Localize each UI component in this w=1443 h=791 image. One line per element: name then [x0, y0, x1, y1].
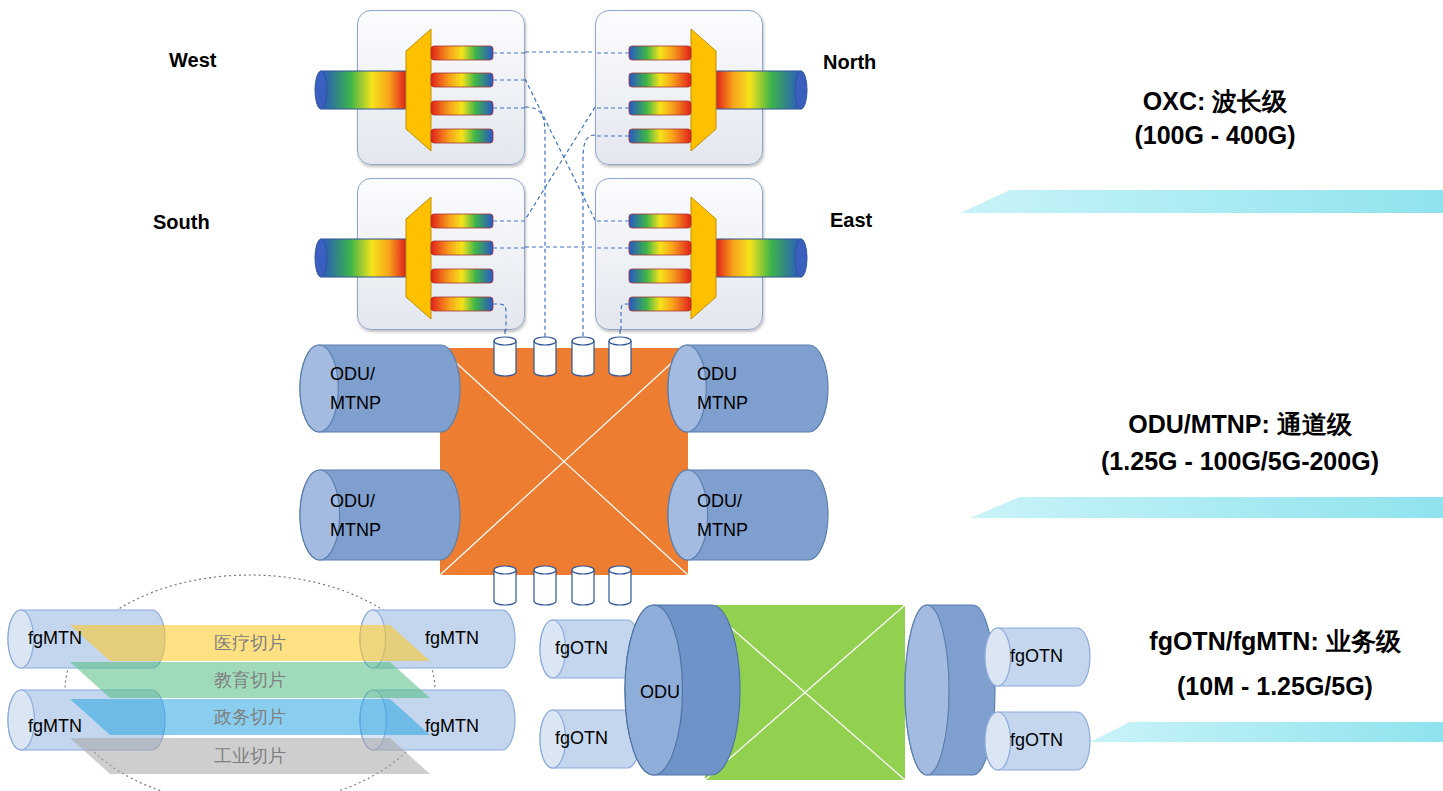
- pipe-label: fgMTN: [425, 624, 479, 653]
- fgmtn-pipe: fgMTN: [8, 610, 165, 668]
- odu-mtnp-pipe-outline: [668, 470, 828, 560]
- switch-cross: [440, 348, 688, 575]
- pipe-label: fgMTN: [28, 624, 82, 653]
- odu-mtnp-pipe-outline: [300, 345, 460, 432]
- wavelength-crossconnect: [525, 246, 595, 247]
- slice-label: 工业切片: [214, 744, 286, 768]
- pipe-label: fgOTN: [1010, 726, 1063, 755]
- pipe-label: fgOTN: [1010, 642, 1063, 671]
- wavelength-crossconnect: [525, 107, 595, 220]
- fgmtn-pipe: fgMTN: [360, 610, 515, 668]
- oxc-degree-box: South: [357, 178, 525, 330]
- oxc-degree-box-outline: [596, 179, 764, 331]
- pipe-label: ODU: [640, 678, 680, 707]
- odu-mtnp-pipe-outline: [300, 470, 460, 560]
- odu-container: [905, 605, 995, 775]
- odu-mtnp-pipe: ODU/ MTNP: [300, 345, 460, 432]
- slice-label: 教育切片: [214, 668, 286, 692]
- layer-label: ODU/MTNP: 通道级: [1128, 408, 1352, 441]
- odu-mtnp-pipe: ODU MTNP: [668, 345, 828, 432]
- odu-switch: [440, 348, 688, 575]
- odu-mtnp-pipe: ODU/ MTNP: [668, 470, 828, 560]
- oxc-degree-box-outline: [358, 179, 526, 331]
- network-slice: 教育切片: [70, 662, 430, 698]
- layer-label: (1.25G - 100G/5G-200G): [1101, 447, 1379, 476]
- odu-container: ODU: [625, 605, 740, 775]
- fgotn-pipe: fgOTN: [540, 710, 640, 768]
- layer-band: [960, 190, 1443, 213]
- pipe-label: fgOTN: [555, 724, 608, 753]
- port-cylinder: [494, 337, 631, 605]
- layer-label: fgOTN/fgMTN: 业务级: [1149, 625, 1400, 658]
- odu-mtnp-pipe-outline: [668, 345, 828, 432]
- oxc-degree-box: West: [357, 10, 525, 165]
- direction-label: West: [169, 49, 216, 72]
- layer-band: [970, 497, 1443, 518]
- oxc-degree-box-outline: [596, 11, 764, 166]
- fgotn-pipe: fgOTN: [985, 712, 1090, 770]
- fgotn-pipe: fgOTN: [985, 628, 1090, 686]
- wavelength-crossconnect: [525, 79, 595, 220]
- direction-label: North: [823, 51, 876, 74]
- layer-label: OXC: 波长级: [1143, 85, 1287, 118]
- oxc-degree-box: North: [595, 10, 763, 165]
- fgotn-pipe: fgOTN: [540, 620, 640, 678]
- layer-label: (100G - 400G): [1134, 121, 1295, 150]
- pipe-label: fgMTN: [425, 712, 479, 741]
- pipe-label: ODU/ MTNP: [330, 360, 392, 418]
- pipe-label: ODU/ MTNP: [697, 487, 759, 545]
- direction-label: East: [830, 209, 872, 232]
- wavelength-crossconnect: [525, 51, 595, 52]
- fgmtn-pipe: fgMTN: [8, 690, 165, 750]
- oxc-degree-box-outline: [358, 11, 526, 166]
- pipe-label: ODU/ MTNP: [330, 487, 392, 545]
- network-slice: 工业切片: [70, 738, 430, 774]
- slice-label: 政务切片: [214, 705, 286, 729]
- oxc-degree-box: East: [595, 178, 763, 330]
- network-slice: 政务切片: [70, 699, 430, 735]
- pipe-label: ODU MTNP: [697, 360, 759, 418]
- slice-label: 医疗切片: [214, 631, 286, 655]
- layer-label: (10M - 1.25G/5G): [1177, 672, 1373, 701]
- fgotn-switch: [705, 605, 905, 780]
- direction-label: South: [153, 211, 210, 234]
- pipe-label: fgMTN: [28, 712, 82, 741]
- fgmtn-pipe: fgMTN: [360, 690, 515, 750]
- switch-cross: [705, 605, 905, 780]
- network-slice: 医疗切片: [70, 625, 430, 661]
- slice-group: [65, 575, 435, 791]
- odu-mtnp-pipe: ODU/ MTNP: [300, 470, 460, 560]
- layer-band: [1090, 722, 1443, 742]
- pipe-label: fgOTN: [555, 634, 608, 663]
